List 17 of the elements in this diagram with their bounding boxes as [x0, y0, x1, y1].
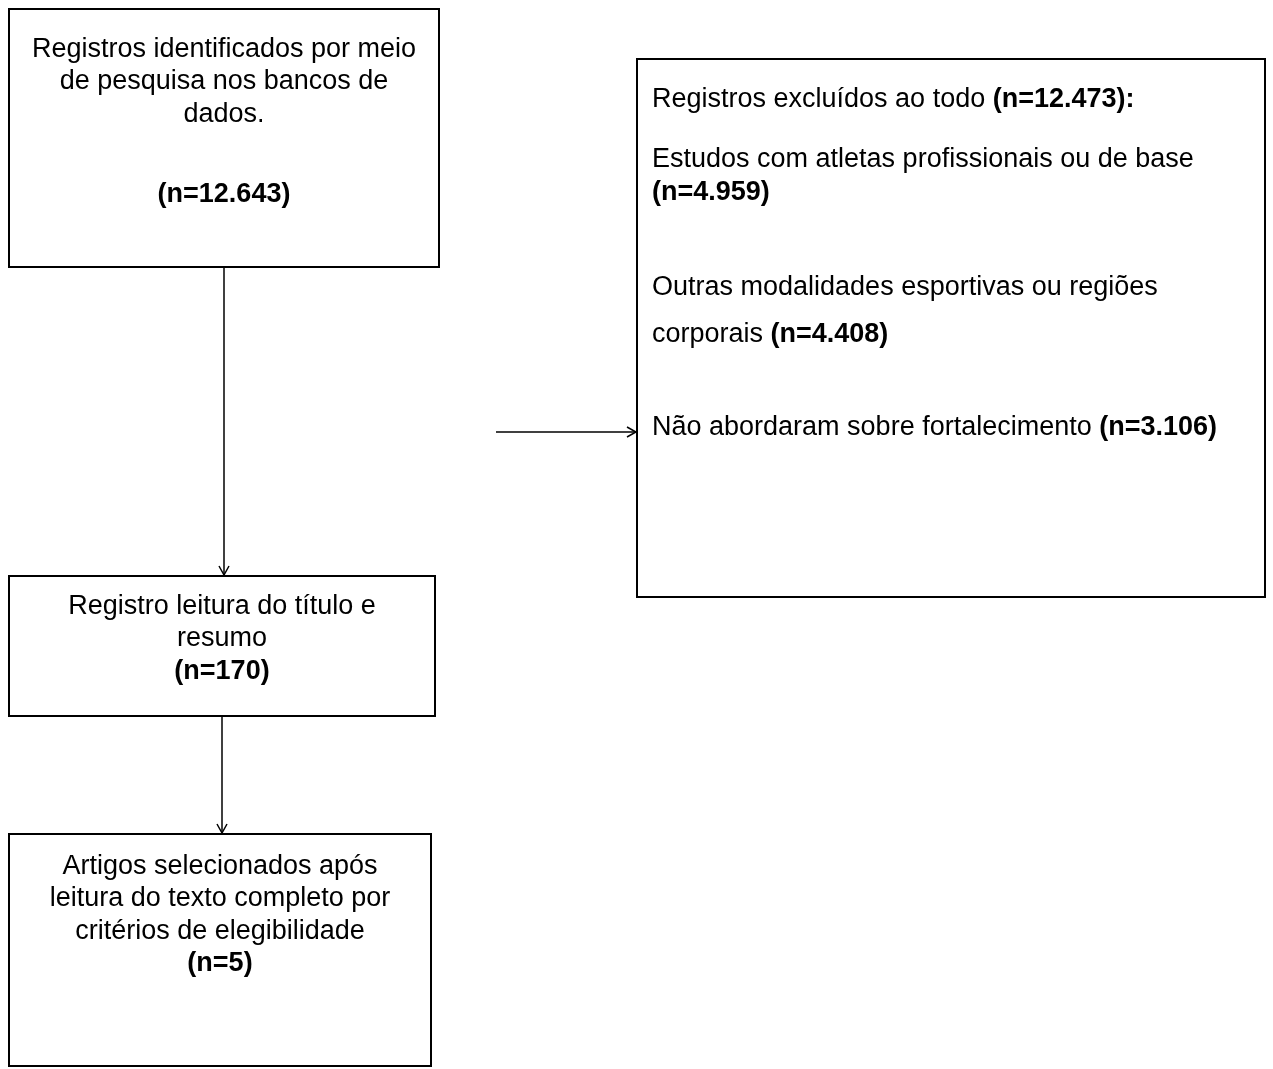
heading-text: Registros excluídos ao todo (n=12.473): [652, 82, 1136, 115]
box-text: Não abordaram sobre fortalecimento (n=3.106) [652, 409, 1219, 443]
arrow [495, 426, 637, 438]
process-box [8, 575, 436, 717]
box-text: (n=12.643) [156, 177, 292, 210]
box-text: Registros identificados por meio de pesquisa nos bancos de dados. [30, 32, 418, 130]
process-box [8, 8, 440, 268]
arrow [218, 267, 230, 576]
box-text: Registro leitura do título e resumo [67, 589, 377, 654]
box-text: (n=5) [186, 946, 254, 979]
process-box [8, 833, 432, 1067]
box-text: Outras modalidades esportivas ou regiões corporais (n=4.408) [652, 270, 1159, 351]
box-text: (n=170) [173, 653, 271, 687]
box-text: Artigos selecionados após leitura do texto completo por critérios de elegibilidade [48, 849, 392, 947]
process-box [636, 58, 1266, 598]
arrow [216, 716, 228, 834]
box-text: Estudos com atletas profissionais ou de base (n=4.959) [652, 142, 1195, 208]
